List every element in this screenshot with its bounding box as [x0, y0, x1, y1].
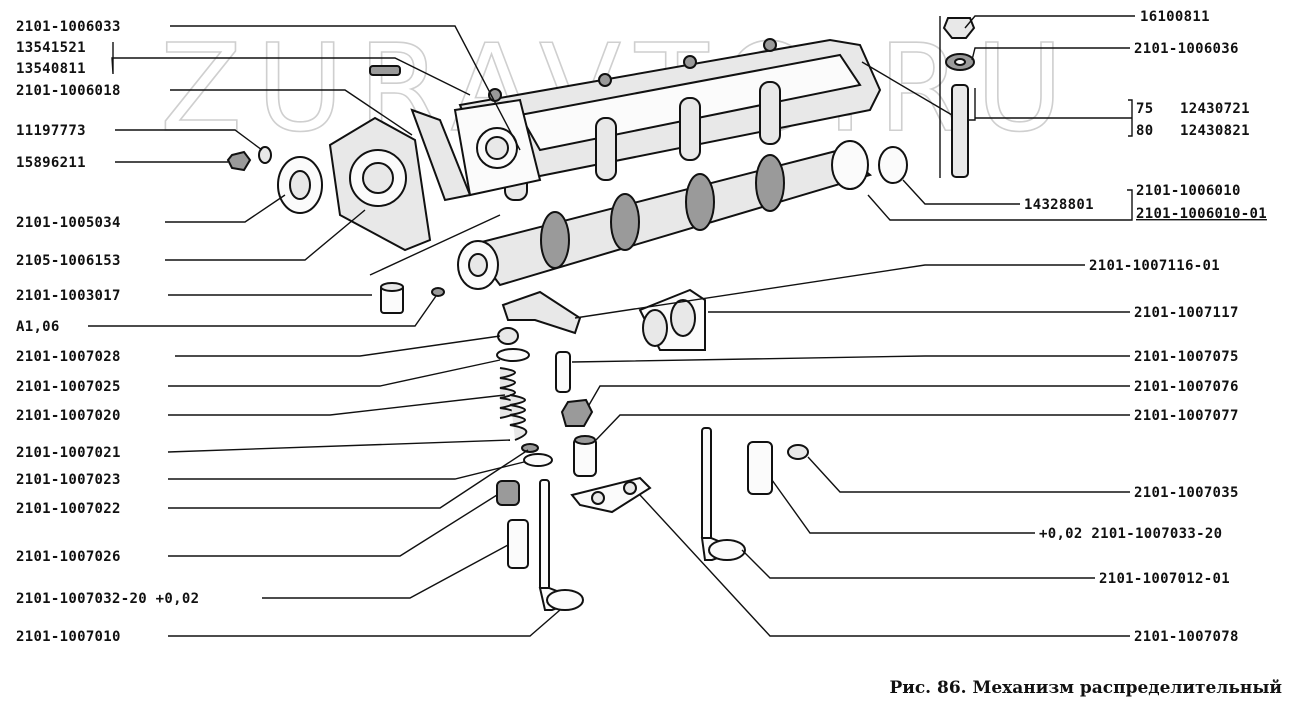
label-12430821: 12430821 — [1180, 123, 1250, 139]
label-2101-1007032-20: 2101-1007032-20 +0,02 — [16, 591, 199, 607]
label-2101-1007075: 2101-1007075 — [1134, 349, 1239, 365]
label-2101-1006033: 2101-1006033 — [16, 19, 121, 35]
labels-left: 2101-1006033 13541521 13540811 2101-1006… — [16, 19, 199, 645]
label-2101-1007026: 2101-1007026 — [16, 549, 121, 565]
valve-guide — [507, 519, 529, 569]
label-11197773: 11197773 — [16, 123, 86, 139]
label-2101-1007025: 2101-1007025 — [16, 379, 121, 395]
label-12430721: 12430721 — [1180, 101, 1250, 117]
label-2101-1006010-01: 2101-1006010-01 — [1136, 206, 1267, 222]
label-2101-1007116-01: 2101-1007116-01 — [1089, 258, 1220, 274]
label-2101-1007012-01: 2101-1007012-01 — [1099, 571, 1230, 587]
label-2101-1007033-20: +0,02 2101-1007033-20 — [1039, 526, 1222, 542]
nut-and-washer — [226, 146, 272, 172]
label-2101-1007035: 2101-1007035 — [1134, 485, 1239, 501]
label-14328801: 14328801 — [1024, 197, 1094, 213]
label-2101-1006018: 2101-1006018 — [16, 83, 121, 99]
label-2105-1006153: 2105-1006153 — [16, 253, 121, 269]
dowel-pins — [369, 65, 401, 76]
label-16100811: 16100811 — [1140, 9, 1210, 25]
adjusting-bolt-parts — [555, 351, 597, 477]
leader-lines — [88, 15, 1135, 637]
label-2101-1007077: 2101-1007077 — [1134, 408, 1239, 424]
label-13540811: 13540811 — [16, 61, 86, 77]
rocker-spring — [638, 288, 706, 351]
label-2101-1007028: 2101-1007028 — [16, 349, 121, 365]
bearing-housing — [328, 108, 472, 252]
stud-and-washer — [942, 17, 976, 178]
label-2101-1006036: 2101-1006036 — [1134, 41, 1239, 57]
label-size-80: 80 — [1136, 123, 1153, 139]
label-2101-1007010: 2101-1007010 — [16, 629, 121, 645]
valve-spring-assembly — [496, 327, 553, 467]
label-2101-1003017: 2101-1003017 — [16, 288, 121, 304]
label-2101-1007021: 2101-1007021 — [16, 445, 121, 461]
exhaust-valve — [700, 427, 746, 561]
labels-right: 16100811 2101-1006036 75 12430721 80 124… — [1024, 9, 1267, 645]
oil-seal — [277, 156, 323, 214]
label-15896211: 15896211 — [16, 155, 86, 171]
label-2101-1005034: 2101-1005034 — [16, 215, 121, 231]
lock-plate — [570, 476, 652, 514]
label-a1-06: A1,06 — [16, 319, 60, 335]
camshaft-end-plug — [878, 146, 908, 184]
label-13541521: 13541521 — [16, 40, 86, 56]
pin-and-bushing — [380, 282, 445, 314]
label-2101-1006010: 2101-1006010 — [1136, 183, 1241, 199]
label-2101-1007020: 2101-1007020 — [16, 408, 121, 424]
figure-caption: Рис. 86. Механизм распределительный — [889, 678, 1282, 698]
label-2101-1007078: 2101-1007078 — [1134, 629, 1239, 645]
label-2101-1007076: 2101-1007076 — [1134, 379, 1239, 395]
exhaust-guide-and-seal — [747, 441, 809, 495]
intake-valve — [538, 479, 584, 611]
label-2101-1007023: 2101-1007023 — [16, 472, 121, 488]
label-2101-1007117: 2101-1007117 — [1134, 305, 1239, 321]
camshaft — [457, 140, 873, 290]
camshaft-housing — [453, 38, 882, 201]
valve-stem-seal — [496, 480, 520, 506]
label-2101-1007022: 2101-1007022 — [16, 501, 121, 517]
rocker-arm — [501, 290, 582, 335]
label-size-75: 75 — [1136, 101, 1153, 117]
